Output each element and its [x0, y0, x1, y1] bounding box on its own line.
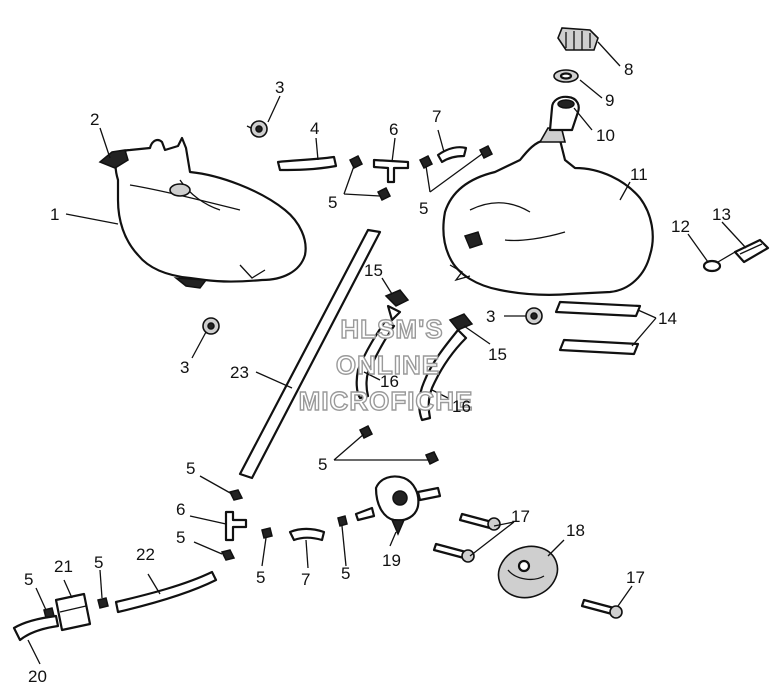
spring-clip [733, 238, 770, 264]
fuel-petcock [354, 475, 442, 536]
watermark-line-2: ONLINE [336, 350, 440, 380]
fuel-filter [54, 592, 92, 632]
callout-5-top-right: 5 [419, 199, 428, 218]
hose-16-right [418, 328, 468, 422]
fuel-tank-left [98, 136, 307, 289]
callout-20: 20 [28, 667, 47, 686]
tank-pad-lower [558, 338, 640, 356]
callout-7-bottom: 7 [301, 570, 310, 589]
hose-small-top [436, 146, 468, 164]
callout-4: 4 [310, 119, 319, 138]
callout-5-mid: 5 [318, 455, 327, 474]
callout-5-bottom-a: 5 [256, 568, 265, 587]
screw-middle [432, 542, 475, 563]
hose-16-left [355, 318, 396, 400]
callout-16-left: 16 [380, 372, 399, 391]
callout-3-right: 3 [486, 307, 495, 326]
clamps-5 [43, 144, 494, 619]
callout-10: 10 [596, 126, 615, 145]
callout-5-left-upper: 5 [186, 459, 195, 478]
fuel-hose-22 [114, 570, 218, 614]
callout-16-right: 16 [452, 397, 471, 416]
callout-15-left: 15 [364, 261, 383, 280]
leader-lines [27, 41, 747, 665]
screw-upper [458, 512, 501, 531]
vent-tube-long [238, 228, 382, 480]
callout-22: 22 [136, 545, 155, 564]
bolt-right [525, 307, 543, 325]
callout-21: 21 [54, 557, 73, 576]
callout-8: 8 [624, 60, 633, 79]
fuel-cap [557, 27, 599, 51]
callout-13: 13 [712, 205, 731, 224]
bolt-left [202, 317, 220, 335]
bolt-top [246, 120, 268, 138]
hose-top [276, 155, 338, 172]
callout-9: 9 [605, 91, 614, 110]
callout-7-top: 7 [432, 107, 441, 126]
callout-19: 19 [382, 551, 401, 570]
callout-5-filter: 5 [94, 553, 103, 572]
callout-17-lower: 17 [626, 568, 645, 587]
callout-18: 18 [566, 521, 585, 540]
fuel-tank-right [442, 127, 654, 296]
callout-5-top-left: 5 [328, 193, 337, 212]
callout-11: 11 [630, 165, 648, 184]
callout-14: 14 [658, 309, 677, 328]
tee-fitting-bottom [224, 510, 248, 542]
watermark-line-1: HLSM'S [340, 314, 443, 344]
callout-5-left-lower: 5 [176, 528, 185, 547]
callout-17-upper: 17 [511, 507, 530, 526]
cap-gasket [553, 69, 579, 83]
callout-12: 12 [671, 217, 690, 236]
watermark: HLSM'S ONLINE MICROFICHE [298, 313, 474, 416]
filler-neck [548, 95, 580, 132]
callout-23: 23 [230, 363, 249, 382]
fitting-15-right [448, 313, 474, 331]
fuel-hose-20 [12, 614, 60, 642]
screw-lower [580, 598, 623, 619]
tee-fitting-top [372, 158, 410, 184]
callout-15-right: 15 [488, 345, 507, 364]
clip [702, 251, 736, 273]
hose-small-bottom [288, 527, 326, 542]
gauge-plate [497, 545, 559, 599]
watermark-line-3: MICROFICHE [299, 386, 474, 416]
callout-3-top: 3 [275, 78, 284, 97]
callout-5-bottom-b: 5 [341, 564, 350, 583]
callout-5-far-left: 5 [24, 570, 33, 589]
callout-2: 2 [90, 110, 99, 129]
callout-6-bottom: 6 [176, 500, 185, 519]
callout-labels: 1 2 3 4 6 7 5 5 8 9 10 11 12 13 14 3 3 2… [24, 60, 731, 686]
callout-6-top: 6 [389, 120, 398, 139]
callout-3-left: 3 [180, 358, 189, 377]
tank-pad-upper [554, 300, 642, 318]
callout-1: 1 [50, 205, 59, 224]
